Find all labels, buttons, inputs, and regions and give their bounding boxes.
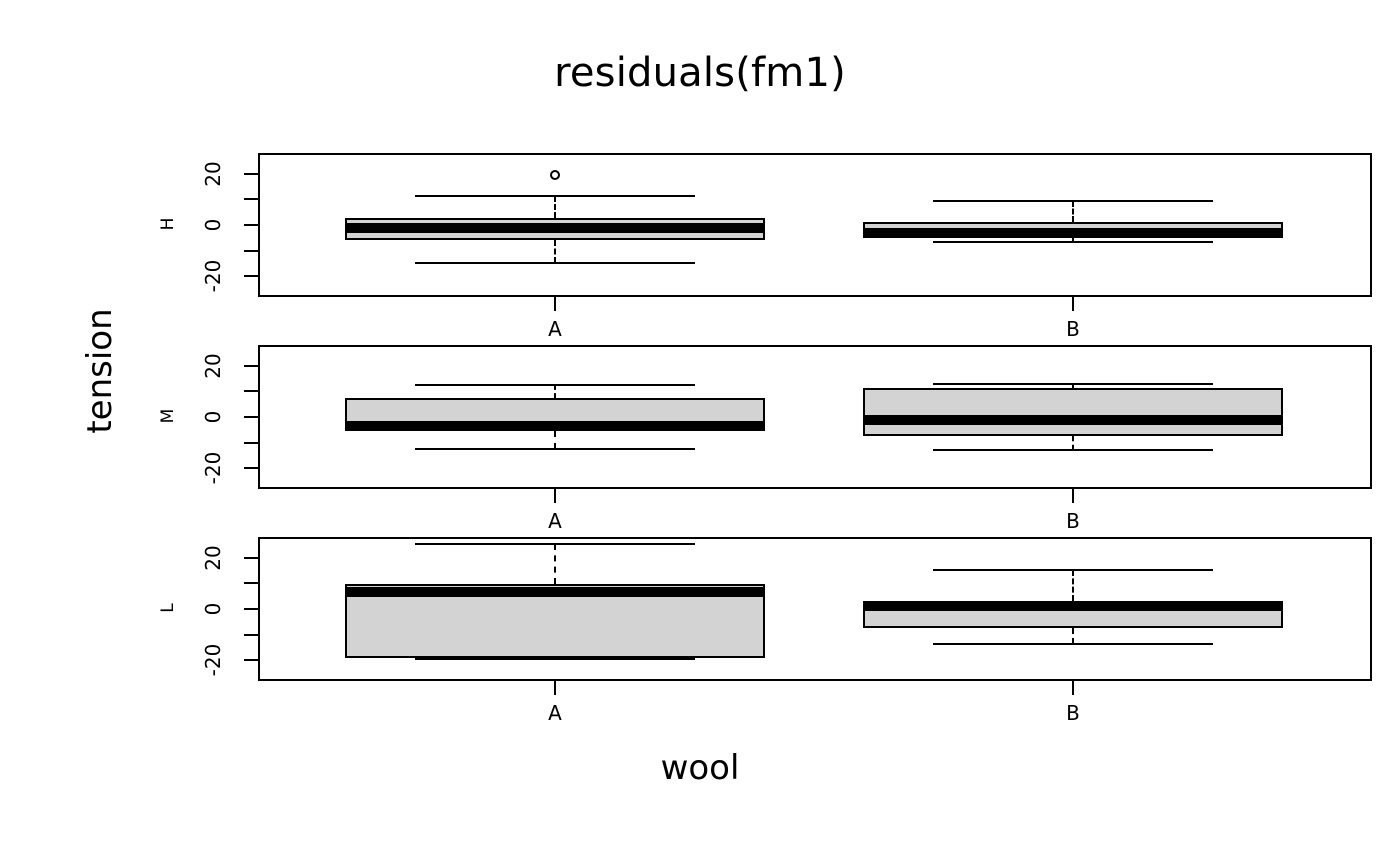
x-axis-tick: [554, 681, 556, 695]
y-axis-tick: [244, 416, 258, 418]
x-axis-tick-label: B: [1066, 701, 1080, 725]
x-axis-tick: [1072, 681, 1074, 695]
strip-label-l: L: [158, 603, 178, 613]
y-axis-tick: [244, 224, 258, 226]
median-line: [345, 223, 765, 234]
whisker-lower: [1072, 627, 1074, 645]
y-axis-tick-label: 0: [201, 410, 225, 424]
whisker-cap-upper: [415, 194, 695, 197]
y-axis-tick-label: 20: [201, 352, 225, 379]
whisker-cap-upper: [415, 542, 695, 545]
median-line: [345, 587, 765, 598]
y-axis-tick-label: -20: [201, 644, 225, 677]
whisker-upper: [1072, 569, 1074, 601]
y-axis-tick: [244, 275, 258, 278]
y-axis-tick: [244, 390, 258, 393]
whisker-upper: [554, 385, 556, 399]
y-axis-tick-label: 0: [201, 602, 225, 616]
strip-label-m: M: [158, 408, 178, 424]
y-axis-tick: [244, 608, 258, 610]
y-axis-tick: [244, 364, 258, 367]
whisker-cap-upper: [933, 382, 1213, 385]
y-axis-tick: [244, 441, 258, 444]
whisker-cap-lower: [415, 658, 695, 661]
y-axis-tick: [244, 659, 258, 662]
y-axis-tick: [244, 249, 258, 252]
y-axis-tick: [244, 582, 258, 585]
x-axis-tick-label: A: [548, 701, 562, 725]
x-axis-tick: [554, 297, 556, 311]
median-line: [345, 420, 765, 431]
outlier-point: [550, 170, 560, 181]
x-axis-tick-label: A: [548, 317, 562, 341]
page-title: residuals(fm1): [554, 50, 846, 96]
whisker-cap-upper: [933, 200, 1213, 203]
whisker-cap-upper: [415, 384, 695, 387]
x-axis-tick: [1072, 297, 1074, 311]
median-line: [863, 600, 1283, 611]
whisker-upper: [1072, 383, 1074, 388]
x-axis-tick-label: A: [548, 509, 562, 533]
whisker-cap-lower: [415, 447, 695, 450]
whisker-lower: [1072, 436, 1074, 451]
y-axis-tick: [244, 198, 258, 201]
box: [863, 387, 1283, 437]
y-axis-tick: [244, 556, 258, 559]
x-axis-tick: [1072, 489, 1074, 503]
y-axis-tick-label: 0: [201, 218, 225, 232]
whisker-cap-lower: [933, 449, 1213, 452]
whisker-cap-lower: [933, 241, 1213, 244]
whisker-lower: [1072, 236, 1074, 243]
y-axis-tick: [244, 467, 258, 470]
whisker-upper: [554, 543, 556, 585]
whisker-lower: [554, 430, 556, 449]
x-axis-tick-label: B: [1066, 317, 1080, 341]
whisker-cap-lower: [933, 643, 1213, 646]
y-axis-tick: [244, 172, 258, 175]
strip-label-h: H: [158, 217, 178, 231]
y-axis-tick-label: 20: [201, 160, 225, 187]
whisker-upper: [554, 195, 556, 218]
whisker-lower: [554, 239, 556, 263]
whisker-cap-lower: [415, 261, 695, 264]
y-axis-tick-label: 20: [201, 544, 225, 571]
x-axis-tick-label: B: [1066, 509, 1080, 533]
whisker-upper: [1072, 201, 1074, 222]
whisker-cap-upper: [933, 568, 1213, 571]
y-axis-tick-label: -20: [201, 452, 225, 485]
x-axis-tick: [554, 489, 556, 503]
median-line: [863, 228, 1283, 239]
y-axis-tick-label: -20: [201, 260, 225, 293]
y-axis-label: tension: [80, 308, 120, 434]
y-axis-tick: [244, 633, 258, 636]
x-axis-label: wool: [660, 748, 740, 788]
median-line: [863, 414, 1283, 425]
